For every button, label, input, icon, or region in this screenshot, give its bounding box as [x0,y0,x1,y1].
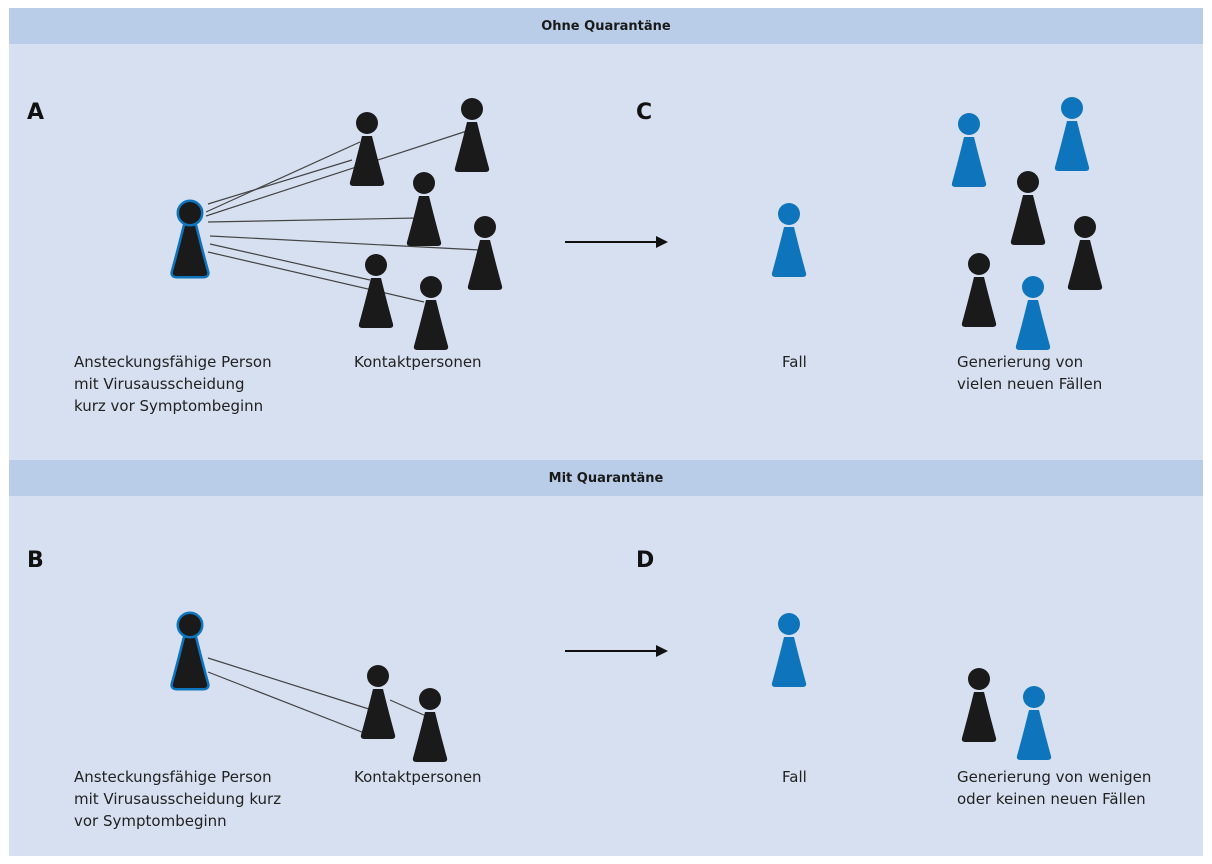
contact-line [207,217,419,223]
new-case-icon [1016,686,1052,760]
caption-line: vor Symptombeginn [74,812,227,830]
source-caption-top: Ansteckungsfähige Person mit Virusaussch… [74,351,272,417]
contact-person-icon [413,276,449,350]
panel-letter-a: A [27,100,45,125]
infectious-person-icon [170,611,210,691]
new-case-icon [1054,97,1090,171]
contact-lines-bottom [207,657,427,737]
source-caption-bottom: Ansteckungsfähige Person mit Virusaussch… [74,766,281,832]
contact-person-icon [360,665,396,739]
infectious-person-icon [170,199,210,279]
contact-person-icon [454,98,490,172]
contacts-caption-bottom: Kontaktpersonen [354,768,482,786]
contact-line [209,235,481,251]
pawn-figures [170,97,1103,762]
arrows [565,236,668,657]
case-icon [771,203,807,277]
contact-line [205,129,471,217]
arrow-head [656,645,668,657]
caption-line: Generierung von [957,353,1084,371]
new-case-icon [1015,276,1051,350]
panel-letter-d: D [636,548,655,573]
contact-line [209,243,371,281]
contact-person-icon [412,688,448,762]
contact-lines-top [205,129,481,303]
contact-line [207,657,373,711]
caption-line: kurz vor Symptombeginn [74,397,264,415]
caption-line: Ansteckungsfähige Person [74,353,272,371]
contact-person-icon [961,668,997,742]
contact-person-icon [961,253,997,327]
contact-person-icon [1010,171,1046,245]
case-caption-top: Fall [782,353,807,371]
header-title-top: Ohne Quarantäne [541,18,671,34]
contact-line [389,699,427,717]
contact-person-icon [467,216,503,290]
contact-person-icon [406,172,442,246]
contact-person-icon [358,254,394,328]
caption-line: mit Virusausscheidung kurz [74,790,282,808]
contact-person-icon [349,112,385,186]
panel-letter-b: B [27,548,44,573]
caption-line: oder keinen neuen Fällen [957,790,1146,808]
header-mit-quarantaene: Mit Quarantäne [9,460,1203,496]
contact-line [207,671,373,737]
contacts-caption-top: Kontaktpersonen [354,353,482,371]
arrow-head [656,236,668,248]
caption-line: mit Virusausscheidung [74,375,245,393]
case-icon [771,613,807,687]
header-title-bottom: Mit Quarantäne [548,470,664,486]
panel-letter-c: C [636,100,653,125]
contact-line [207,159,353,205]
header-ohne-quarantaene: Ohne Quarantäne [9,8,1203,44]
caption-line: Generierung von wenigen [957,768,1152,786]
result-caption-top: Generierung von vielen neuen Fällen [957,351,1102,395]
figure-background [9,8,1203,856]
caption-line: Ansteckungsfähige Person [74,768,272,786]
new-case-icon [951,113,987,187]
contact-person-icon [1067,216,1103,290]
contact-line [207,251,425,303]
contact-line [205,141,361,213]
case-caption-bottom: Fall [782,768,807,786]
caption-line: vielen neuen Fällen [957,375,1103,393]
result-caption-bottom: Generierung von wenigen oder keinen neue… [957,766,1151,810]
